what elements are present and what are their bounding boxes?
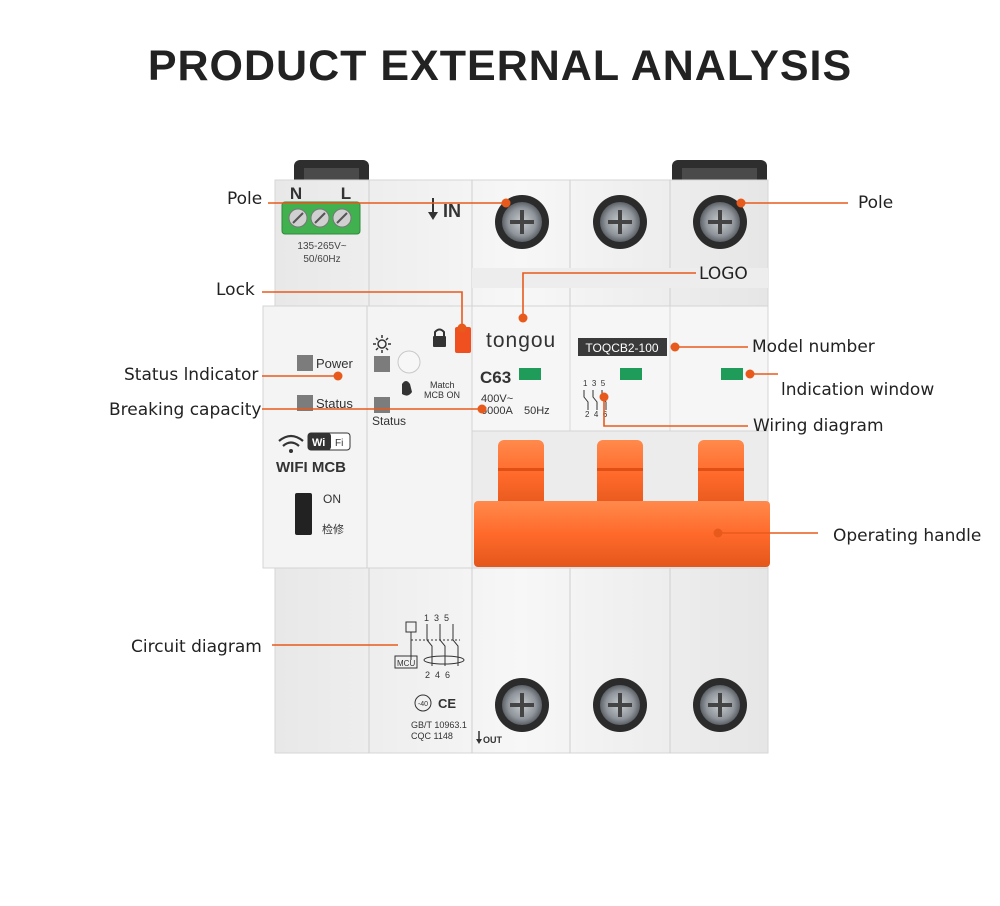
lock-slider[interactable] [455, 327, 471, 353]
terminal-n-label: N [290, 184, 302, 203]
match-label-line1: Match [430, 380, 455, 390]
voltage-rating: 400V~ [481, 393, 513, 405]
power-indicator [297, 355, 313, 371]
standard-label: GB/T 10963.1 [411, 720, 467, 730]
breaking-rating: 6000A [481, 405, 513, 417]
in-arrow-icon [428, 198, 438, 220]
wiring-bottom-numbers: 2 4 6 [585, 410, 608, 419]
model-number: TOQCB2-100 [585, 341, 658, 355]
frequency-label: 50/60Hz [303, 254, 340, 265]
switch-service-label: 检修 [322, 522, 344, 536]
wifi-icon [278, 434, 304, 453]
wifi-badge-wi: Wi [312, 437, 325, 449]
out-arrow-icon [476, 731, 482, 744]
sun-icon [373, 335, 391, 353]
callout-breaking-capacity: Breaking capacity [109, 400, 262, 420]
status-label: Status [316, 396, 353, 411]
bottom-screws [495, 678, 747, 732]
cqc-label: CQC 1148 [411, 731, 453, 741]
model-badge [578, 338, 667, 356]
hand-icon [402, 381, 412, 396]
wifi-mcb-label: WIFI MCB [276, 459, 346, 476]
callout-status-indicator: Status lndicator [124, 365, 259, 385]
lock-icon [433, 328, 446, 347]
toggle-levers[interactable] [498, 440, 744, 510]
wifi-badge-fi: Fi [335, 438, 343, 449]
in-label: IN [443, 201, 461, 221]
match-label-line2: MCB ON [424, 390, 460, 400]
callout-indication-window: lndication window [781, 380, 935, 400]
match-button[interactable] [397, 350, 421, 374]
temp-rating-mark [414, 694, 432, 712]
terminal-block [281, 201, 361, 235]
circuit-top-numbers: 1 3 5 [424, 613, 449, 623]
page-title: PRODUCT EXTERNAL ANALYSIS [147, 42, 853, 90]
out-label: OUT [483, 735, 503, 745]
callout-lock: Lock [216, 280, 255, 300]
top-screws [495, 195, 747, 249]
circuit-bottom-numbers: 2 4 6 [425, 670, 450, 680]
ce-mark: CE [438, 696, 456, 711]
circuit-mcu-label: MCU [397, 659, 415, 668]
operating-handle[interactable] [474, 501, 770, 567]
power-label: Power [316, 356, 354, 371]
callout-dots [333, 198, 755, 538]
callout-lines [262, 202, 848, 646]
callout-model-number: Model number [752, 337, 875, 357]
rating-label: C63 [480, 368, 511, 387]
terminal-l-label: L [341, 184, 351, 203]
frequency-rating: 50Hz [524, 405, 550, 417]
status2-label: Status [372, 414, 406, 428]
callout-logo: LOGO [699, 264, 748, 284]
voltage-label: 135-265V~ [297, 241, 346, 252]
callout-wiring-diagram: Wiring diagram [753, 416, 884, 436]
brand-logo: tongou [486, 329, 556, 352]
wifi-badge [307, 432, 351, 451]
circuit-diagram-lines [394, 621, 465, 669]
status-indicator [297, 395, 313, 411]
switch-on-label: ON [323, 492, 341, 506]
wiring-top-numbers: 1 3 5 [583, 379, 606, 388]
callout-operating-handle: Operating handle [833, 526, 982, 546]
module-indicator-2 [374, 397, 390, 413]
callout-pole-right: Pole [858, 193, 894, 213]
temp-rating-label: -40 [418, 701, 428, 708]
mode-switch[interactable] [295, 493, 312, 535]
callout-circuit-diagram: Circuit diagram [131, 637, 262, 657]
indication-window-3 [721, 368, 743, 380]
callout-pole-left: Pole [227, 189, 263, 209]
indication-window-1 [519, 368, 541, 380]
indication-window-2 [620, 368, 642, 380]
module-indicator-1 [374, 356, 390, 372]
